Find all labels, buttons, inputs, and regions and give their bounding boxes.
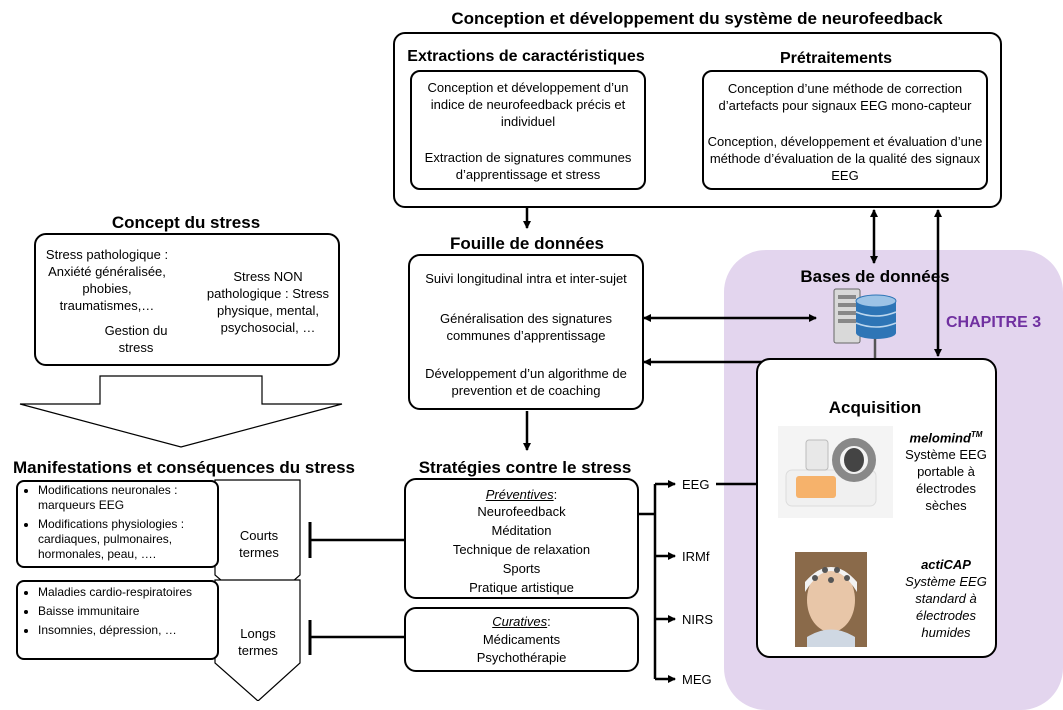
fouille-box bbox=[408, 254, 644, 410]
acquisition-title: Acquisition bbox=[828, 398, 922, 417]
pretraitements-box bbox=[702, 70, 988, 190]
long-box bbox=[16, 580, 219, 660]
court-item-2: Modifications physiologies : cardiaques,… bbox=[38, 517, 216, 562]
modality-eeg: EEG bbox=[682, 477, 710, 492]
fouille-item-2: Généralisation des signatures communes d… bbox=[440, 311, 612, 343]
curatives-item-2: Psychothérapie bbox=[476, 650, 567, 665]
pretraitements-item-1: Conception d’une méthode de correction d… bbox=[718, 81, 972, 113]
modality-irmf: IRMf bbox=[682, 549, 710, 564]
concept-non-pathologique: Stress NON pathologique : Stress physiqu… bbox=[206, 269, 330, 335]
long-item-1: Maladies cardio-respiratoires bbox=[38, 585, 216, 600]
top-title: Conception et développement du système d… bbox=[451, 9, 943, 28]
acticap-name: actiCAP bbox=[921, 557, 971, 572]
strategies-title: Stratégies contre le stress bbox=[418, 458, 632, 477]
pretraitements-item-2: Conception, développement et évaluation … bbox=[707, 134, 983, 183]
chapitre-label: CHAPITRE 3 bbox=[946, 314, 1042, 331]
preventives-item-4: Sports bbox=[502, 561, 541, 576]
long-item-2: Baisse immunitaire bbox=[38, 604, 216, 619]
fouille-item-3: Développement d’un algorithme de prevent… bbox=[425, 366, 627, 398]
concept-pathologique: Stress pathologique : Anxiété généralisé… bbox=[45, 247, 169, 313]
curatives-box bbox=[404, 607, 639, 672]
court-label: Courts termes bbox=[239, 528, 279, 560]
preventives-item-2: Méditation bbox=[491, 523, 552, 538]
long-item-3: Insomnies, dépression, … bbox=[38, 623, 216, 638]
preventives-item-3: Technique de relaxation bbox=[452, 542, 591, 557]
pretraitements-title: Prétraitements bbox=[779, 50, 893, 67]
curatives-heading: Curatives: bbox=[492, 614, 551, 629]
long-label: Longs termes bbox=[238, 626, 278, 658]
melomind-image bbox=[778, 426, 893, 518]
acticap-image bbox=[795, 552, 867, 647]
concept-box bbox=[34, 233, 340, 366]
court-list: Modifications neuronales : marqueurs EEG… bbox=[26, 483, 216, 566]
long-list: Maladies cardio-respiratoires Baisse imm… bbox=[26, 585, 216, 642]
big-down-arrow bbox=[19, 375, 343, 448]
court-item-1: Modifications neuronales : marqueurs EEG bbox=[38, 483, 216, 513]
modality-meg: MEG bbox=[682, 672, 712, 687]
manifestations-title: Manifestations et conséquences du stress bbox=[13, 458, 355, 477]
extraction-title: Extractions de caractéristiques bbox=[407, 48, 645, 65]
extraction-box bbox=[410, 70, 646, 190]
fouille-title: Fouille de données bbox=[450, 234, 604, 253]
extraction-item-2: Extraction de signatures communes d’appr… bbox=[424, 150, 632, 182]
acticap-desc: Système EEG standard à électrodes humide… bbox=[905, 574, 987, 640]
preventives-item-5: Pratique artistique bbox=[469, 580, 574, 595]
modality-nirs: NIRS bbox=[682, 612, 714, 627]
concept-gestion: Gestion du stress bbox=[104, 323, 168, 355]
extraction-item-1: Conception et développement d’un indice … bbox=[427, 80, 629, 129]
database-icon bbox=[833, 288, 897, 344]
fouille-item-1: Suivi longitudinal intra et inter-sujet bbox=[425, 271, 627, 286]
melomind-tm: TM bbox=[970, 430, 983, 439]
preventives-box bbox=[404, 478, 639, 599]
melomind-desc: Système EEG portable à électrodes sèches bbox=[905, 447, 987, 514]
melomind-label: melomindTM Système EEG portable à électr… bbox=[898, 426, 994, 514]
melomind-name: melomind bbox=[909, 430, 971, 446]
court-box bbox=[16, 480, 219, 568]
bases-title: Bases de données bbox=[800, 267, 950, 286]
curatives-label: Curatives bbox=[492, 614, 548, 629]
preventives-heading: Préventives: bbox=[485, 487, 558, 502]
preventives-item-1: Neurofeedback bbox=[477, 504, 566, 519]
preventives-label: Préventives bbox=[485, 487, 554, 502]
curatives-item-1: Médicaments bbox=[482, 632, 561, 647]
concept-title: Concept du stress bbox=[111, 213, 261, 232]
acticap-label: actiCAP Système EEG standard à électrode… bbox=[898, 556, 994, 641]
